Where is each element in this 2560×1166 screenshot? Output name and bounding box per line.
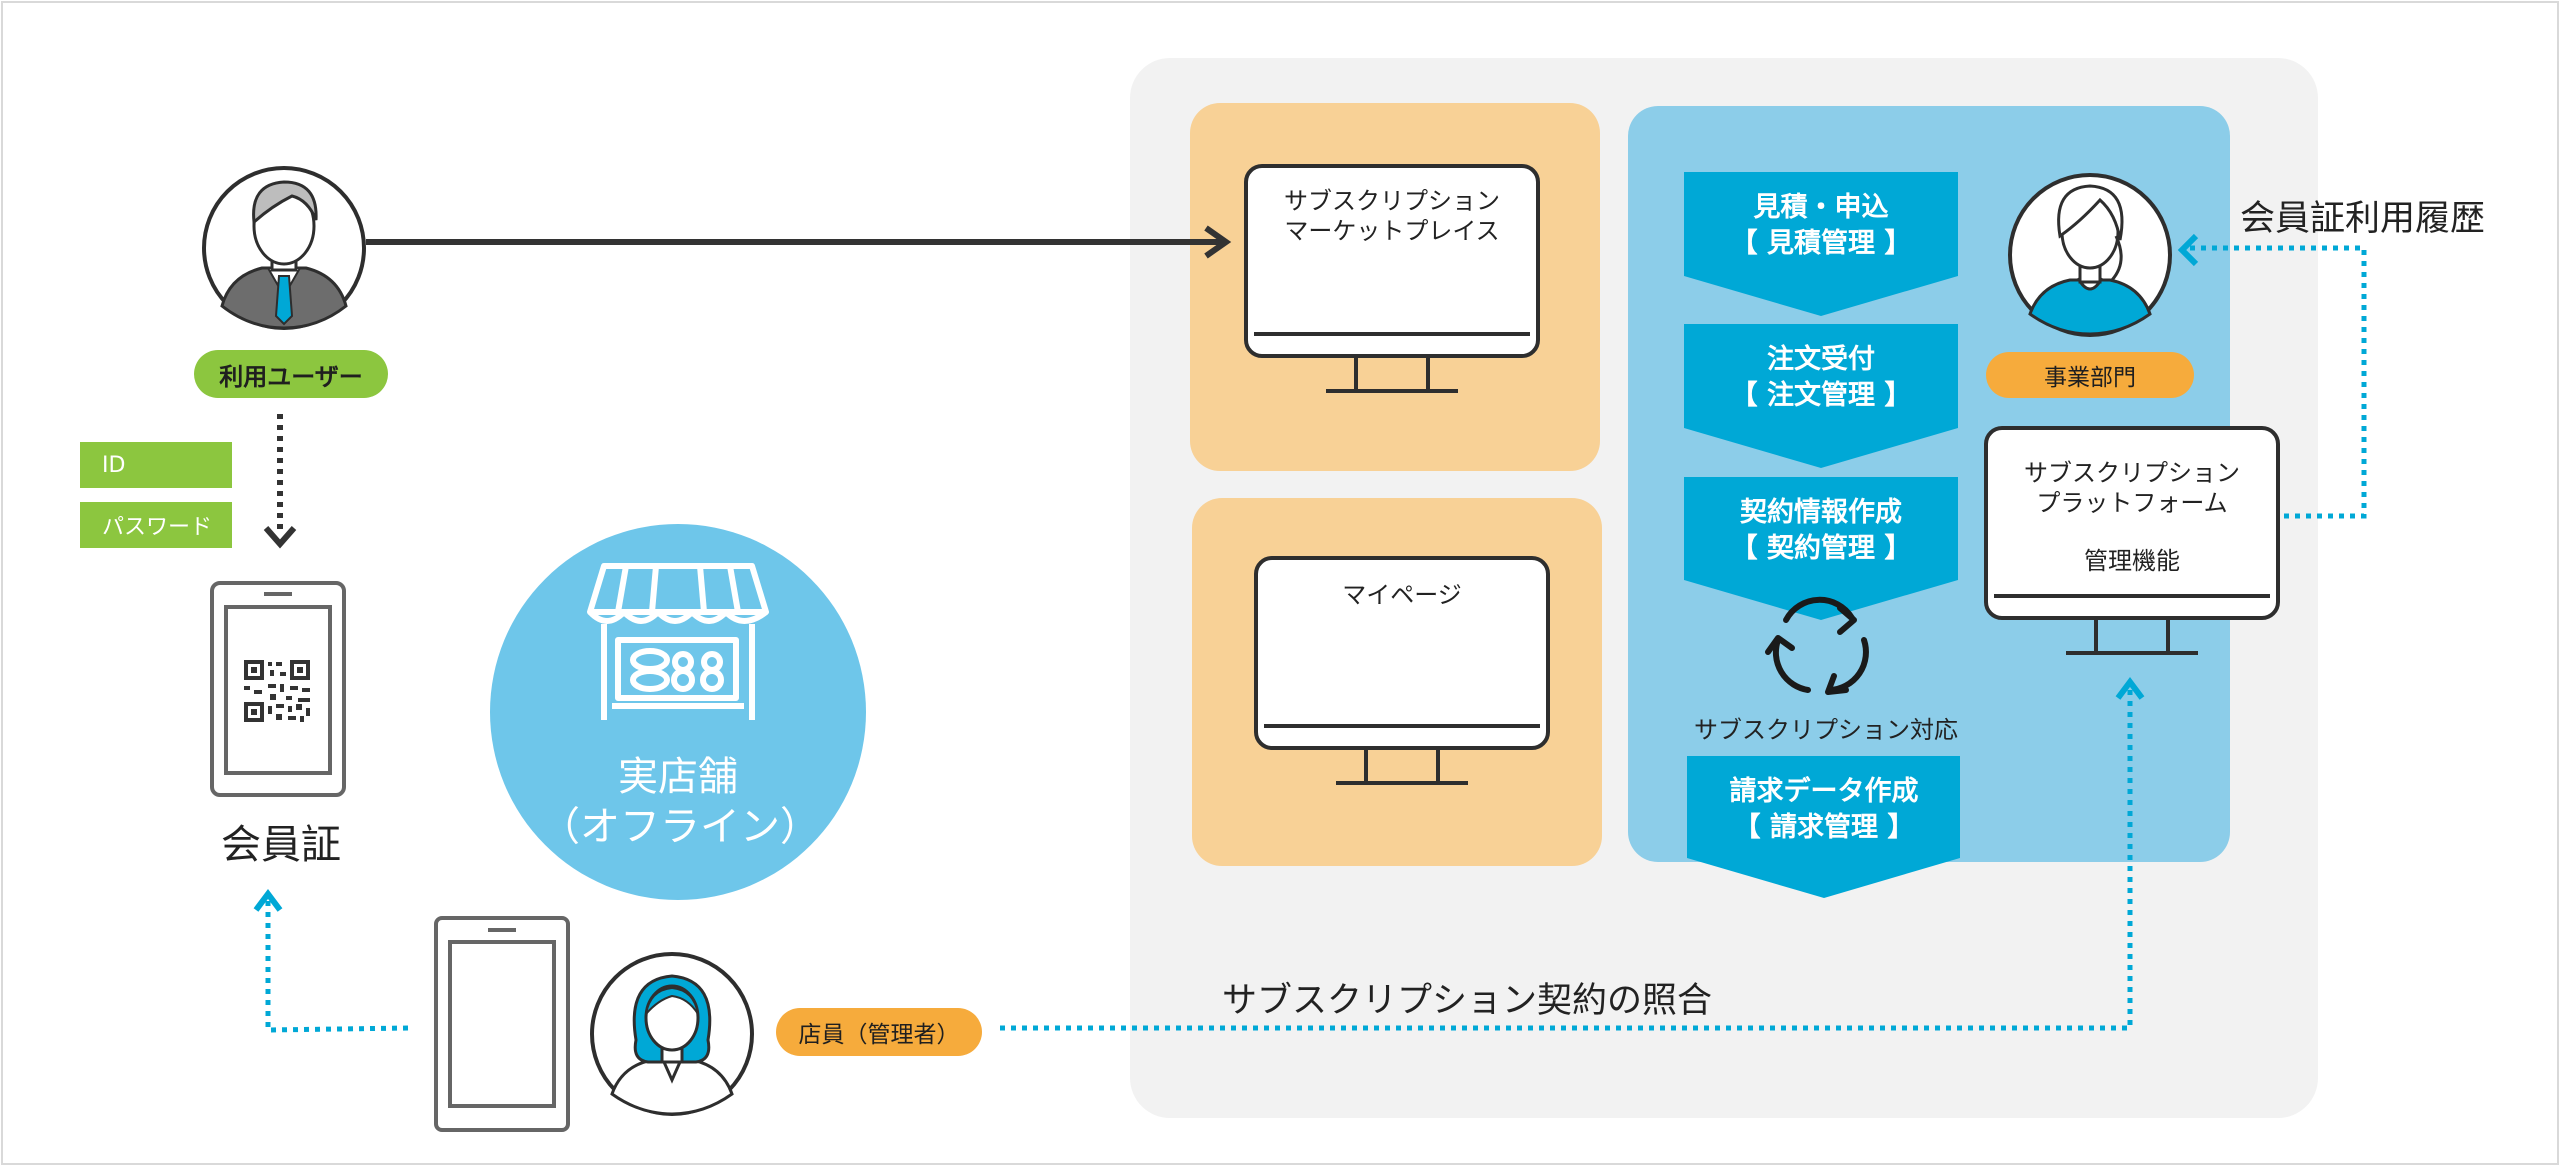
store-label-line2: （オフライン） — [540, 804, 820, 850]
usage-history-label: 会員証利用履歴 — [2240, 199, 2486, 239]
step-order: 注文受付 【 注文管理 】 — [1684, 324, 1958, 468]
staff-tablet — [434, 916, 570, 1132]
step-estimate: 見積・申込 【 見積管理 】 — [1684, 172, 1958, 316]
step-contract-line1: 契約情報作成 — [1740, 497, 1902, 528]
platform-subtitle: 管理機能 — [2084, 547, 2180, 575]
staff-label: 店員（管理者） — [776, 1008, 982, 1056]
tablet-to-card-arrow — [253, 889, 409, 1033]
business-label: 事業部門 — [1986, 352, 2194, 398]
marketplace-title-line2: マーケットプレイス — [1284, 217, 1500, 245]
step-order-line1: 注文受付 — [1767, 344, 1875, 375]
contract-match-label: サブスクリプション契約の照合 — [1222, 981, 1713, 1021]
member-card-phone — [210, 581, 346, 797]
store-circle — [490, 524, 866, 900]
platform-title-line1: サブスクリプション — [2024, 459, 2240, 487]
platform-title: サブスクリプション プラットフォーム 管理機能 — [1990, 458, 2274, 576]
qr-code-icon — [244, 660, 310, 722]
cycle-label: サブスクリプション対応 — [1694, 716, 1958, 744]
id-tag: ID — [80, 442, 232, 488]
step-contract-line2: 【 契約管理 】 — [1730, 533, 1912, 564]
user-to-card-arrow — [263, 414, 297, 549]
member-card-label: 会員証 — [221, 822, 341, 868]
contract-match-arrow — [1000, 677, 2145, 1031]
step-order-line2: 【 注文管理 】 — [1730, 380, 1912, 411]
cycle-icon — [1765, 596, 1869, 695]
store-label-line1: 実店舗 — [618, 754, 738, 800]
marketplace-title-line1: サブスクリプション — [1284, 187, 1500, 215]
step-billing-line2: 【 請求管理 】 — [1733, 812, 1915, 843]
step-billing: 請求データ作成 【 請求管理 】 — [1687, 756, 1961, 900]
step-chevrons — [1684, 172, 1960, 898]
password-tag: パスワード — [80, 502, 232, 548]
store-icon — [587, 563, 769, 720]
user-label: 利用ユーザー — [194, 350, 388, 398]
step-contract: 契約情報作成 【 契約管理 】 — [1684, 477, 1958, 621]
user-to-marketplace-arrow — [366, 225, 1232, 259]
staff-avatar — [590, 952, 754, 1116]
marketplace-title: サブスクリプション マーケットプレイス — [1250, 186, 1534, 246]
step-billing-line1: 請求データ作成 — [1729, 776, 1919, 807]
platform-title-line2: プラットフォーム — [2036, 489, 2228, 517]
step-estimate-line2: 【 見積管理 】 — [1730, 228, 1912, 259]
mypage-title: マイページ — [1342, 581, 1462, 609]
business-avatar — [2008, 173, 2172, 337]
step-estimate-line1: 見積・申込 — [1753, 192, 1889, 223]
user-avatar — [202, 166, 366, 330]
usage-history-arrow — [2177, 233, 2367, 519]
